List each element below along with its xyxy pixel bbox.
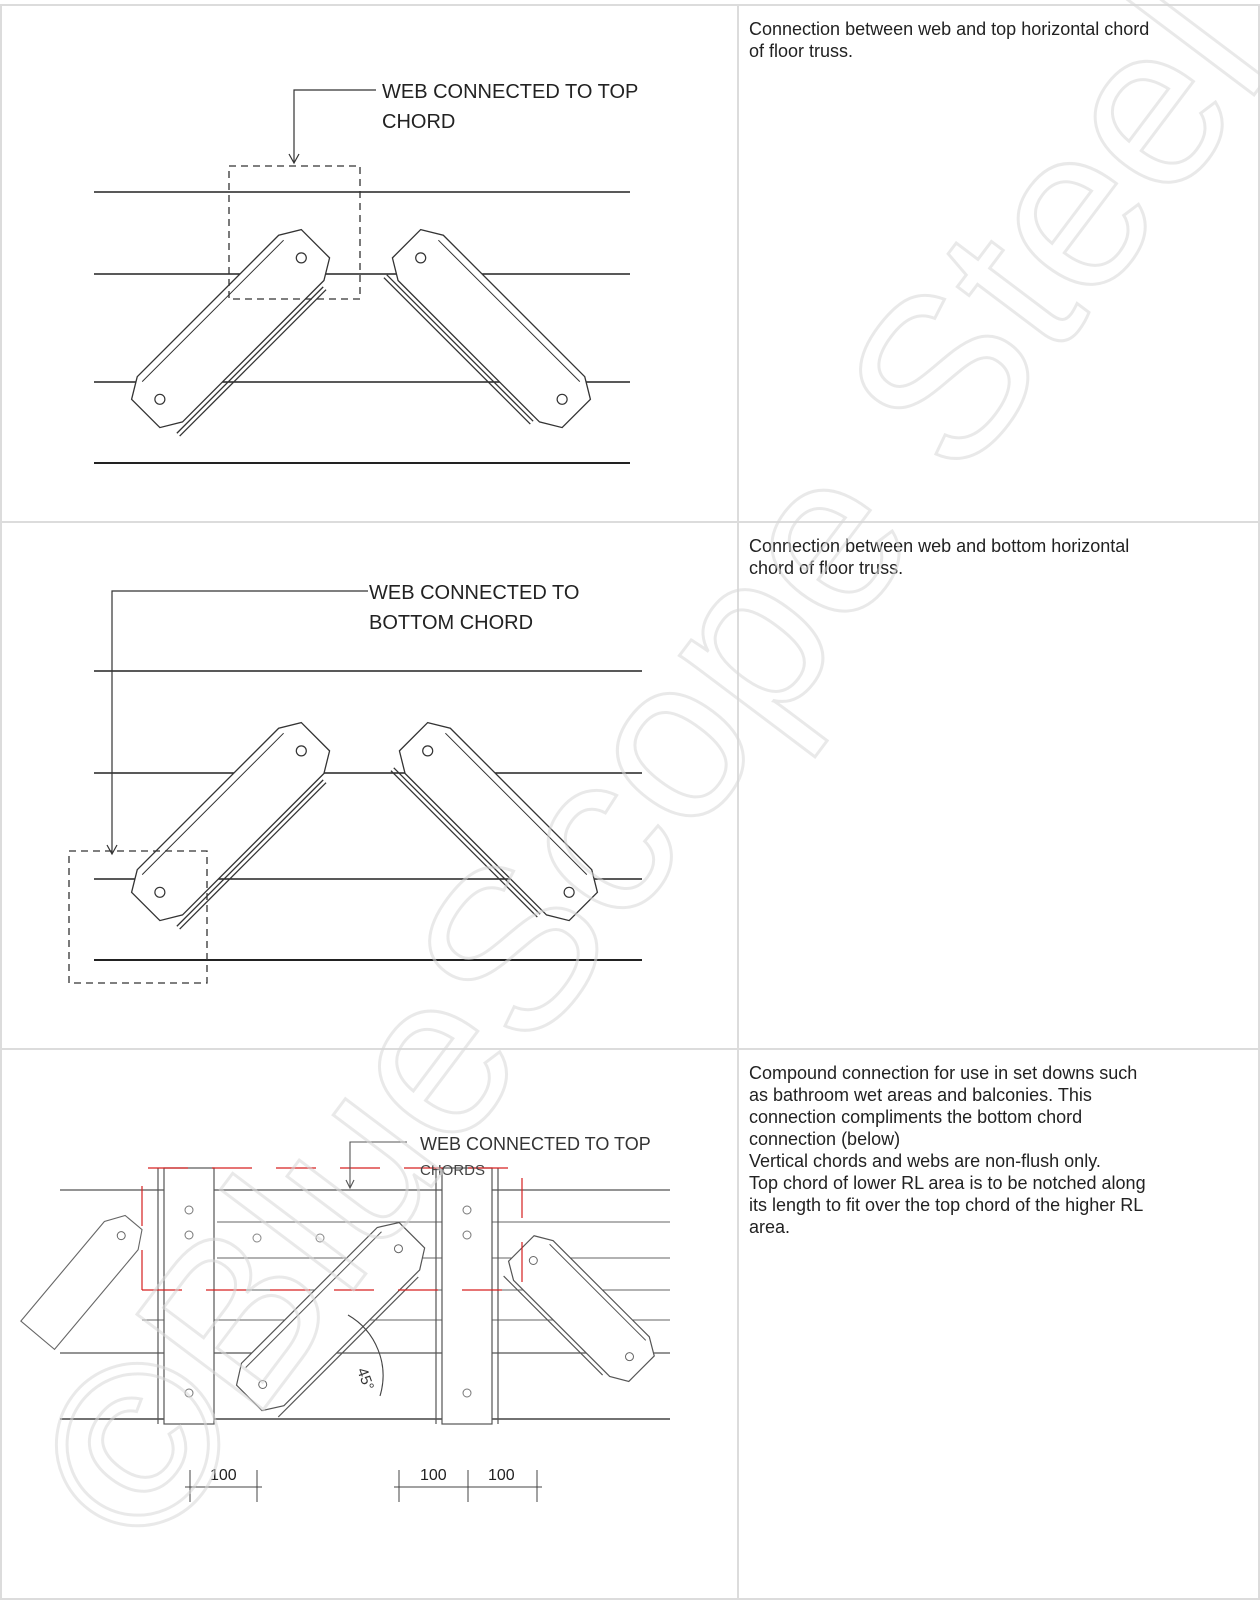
figure-cell: 45° WEB CONNECTED TO TOP CHORDS 100 100 … bbox=[0, 1048, 739, 1600]
description-text: Connection between web and bottom horizo… bbox=[749, 535, 1246, 579]
angle-label: 45° bbox=[353, 1366, 377, 1393]
description-text: Compound connection for use in set downs… bbox=[749, 1062, 1246, 1238]
compound-connection-drawing: 45° WEB CONNECTED TO TOP CHORDS 100 100 … bbox=[20, 1134, 670, 1502]
callout-line-1: WEB CONNECTED TO bbox=[369, 582, 579, 604]
description-cell: Compound connection for use in set downs… bbox=[737, 1048, 1260, 1600]
callout-line-2: BOTTOM CHORD bbox=[369, 612, 533, 634]
figure-cell: WEB CONNECTED TO BOTTOM CHORD bbox=[0, 521, 739, 1050]
callout-line-2: CHORD bbox=[382, 111, 455, 133]
top-chord-connection-drawing: WEB CONNECTED TO TOP CHORD bbox=[94, 81, 638, 464]
description-line: Top chord of lower RL area is to be notc… bbox=[749, 1173, 1146, 1193]
dimension-label: 100 bbox=[420, 1467, 447, 1484]
connection-detail-table: WEB CONNECTED TO TOP CHORD Connection be… bbox=[0, 4, 1260, 1600]
table-row: 45° WEB CONNECTED TO TOP CHORDS 100 100 … bbox=[0, 1048, 1260, 1600]
description-cell: Connection between web and top horizonta… bbox=[737, 4, 1260, 523]
callout-line-2: CHORDS bbox=[420, 1162, 485, 1179]
description-line: connection (below) bbox=[749, 1129, 901, 1149]
description-line: Compound connection for use in set downs… bbox=[749, 1063, 1138, 1083]
callout-line-1: WEB CONNECTED TO TOP bbox=[382, 81, 638, 103]
description-line: area. bbox=[749, 1217, 791, 1237]
dimension-label: 100 bbox=[488, 1467, 515, 1484]
description-cell: Connection between web and bottom horizo… bbox=[737, 521, 1260, 1050]
table-row: WEB CONNECTED TO BOTTOM CHORD Connection… bbox=[0, 521, 1260, 1050]
description-line: of floor truss. bbox=[749, 41, 854, 61]
callout-line-1: WEB CONNECTED TO TOP bbox=[420, 1134, 651, 1154]
bottom-chord-connection-drawing: WEB CONNECTED TO BOTTOM CHORD bbox=[68, 582, 642, 984]
dimension-label: 100 bbox=[210, 1467, 237, 1484]
description-line: its length to fit over the top chord of … bbox=[749, 1195, 1144, 1215]
description-text: Connection between web and top horizonta… bbox=[749, 18, 1246, 62]
description-line: Vertical chords and webs are non-flush o… bbox=[749, 1151, 1101, 1171]
description-line: chord of floor truss. bbox=[749, 558, 904, 578]
description-line: Connection between web and top horizonta… bbox=[749, 19, 1150, 39]
figure-cell: WEB CONNECTED TO TOP CHORD bbox=[0, 4, 739, 523]
table-row: WEB CONNECTED TO TOP CHORD Connection be… bbox=[0, 4, 1260, 523]
description-line: Connection between web and bottom horizo… bbox=[749, 536, 1130, 556]
description-line: connection compliments the bottom chord bbox=[749, 1107, 1083, 1127]
description-line: as bathroom wet areas and balconies. Thi… bbox=[749, 1085, 1092, 1105]
